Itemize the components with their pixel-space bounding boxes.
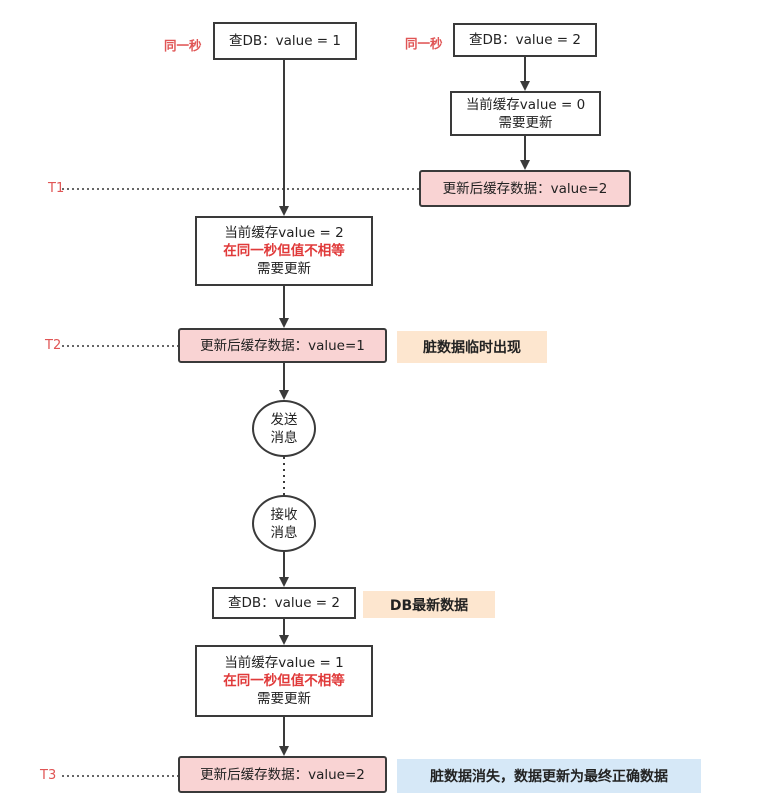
check2-line2: 在同一秒但值不相等: [223, 673, 345, 689]
check-cache-value-2: 当前缓存value = 2 在同一秒但值不相等 需要更新: [195, 216, 373, 286]
t3-label: T3: [40, 768, 57, 783]
send-line1: 发送: [270, 411, 298, 428]
right-update-cache-value-2: 更新后缓存数据：value=2: [419, 170, 631, 207]
check-cache-value-1: 当前缓存value = 1 在同一秒但值不相等 需要更新: [195, 645, 373, 717]
update1-label: 更新后缓存数据：value=1: [200, 337, 365, 354]
note-dirty-gone-text: 脏数据消失，数据更新为最终正确数据: [430, 769, 668, 785]
receive-line2: 消息: [270, 524, 298, 541]
send-message-node: 发送 消息: [252, 400, 316, 457]
t1-label: T1: [48, 181, 65, 196]
right-query-label: 查DB：value = 2: [468, 32, 581, 48]
query-db-value-1-label: 查DB：value = 1: [228, 33, 341, 49]
note-dirty-appears-text: 脏数据临时出现: [423, 340, 521, 356]
check1-line2: 在同一秒但值不相等: [223, 243, 345, 259]
update-cache-value-2-final: 更新后缓存数据：value=2: [178, 756, 387, 793]
note-dirty-data-appears: 脏数据临时出现: [397, 331, 547, 363]
note-db-latest-text: DB最新数据: [389, 597, 469, 614]
right-query-db-value-2: 查DB：value = 2: [453, 23, 597, 57]
right-update-label: 更新后缓存数据：value=2: [442, 180, 608, 197]
receive-line1: 接收: [270, 506, 298, 523]
same-second-tag-right: 同一秒: [405, 36, 443, 51]
check1-line3: 需要更新: [257, 261, 311, 277]
check2-line3: 需要更新: [257, 691, 311, 707]
same-second-tag-left: 同一秒: [164, 38, 202, 53]
right-check-cache-value-0: 当前缓存value = 0 需要更新: [450, 91, 601, 136]
receive-message-node: 接收 消息: [252, 495, 316, 552]
check1-line1: 当前缓存value = 2: [224, 225, 344, 241]
check2-line1: 当前缓存value = 1: [224, 655, 344, 671]
note-dirty-data-gone: 脏数据消失，数据更新为最终正确数据: [397, 759, 701, 793]
send-line2: 消息: [270, 429, 298, 446]
note-db-latest-data: DB最新数据: [363, 591, 495, 618]
query-db-value-1: 查DB：value = 1: [213, 22, 357, 60]
right-check-line1: 当前缓存value = 0: [465, 96, 586, 113]
t2-label: T2: [45, 338, 62, 353]
right-check-line2: 需要更新: [498, 114, 553, 131]
query2-label: 查DB：value = 2: [227, 595, 340, 611]
query-db-value-2: 查DB：value = 2: [212, 587, 356, 619]
update-cache-value-1: 更新后缓存数据：value=1: [178, 328, 387, 363]
update2-label: 更新后缓存数据：value=2: [200, 766, 365, 783]
